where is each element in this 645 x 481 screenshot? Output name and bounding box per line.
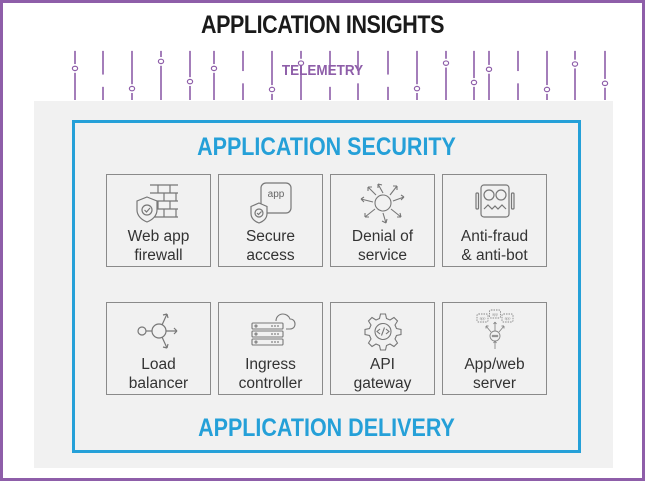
telemetry-node bbox=[71, 65, 79, 72]
application-services-box: APPLICATION SECURITY APPLICATION DELIVER… bbox=[72, 120, 581, 453]
app-shield-icon: app bbox=[249, 182, 292, 224]
card-label: Load balancer bbox=[128, 356, 189, 392]
telemetry-line bbox=[413, 50, 421, 100]
card-ingress-controller[interactable]: Ingress controller bbox=[218, 302, 323, 395]
card-api-gateway[interactable]: API gateway bbox=[330, 302, 435, 395]
ddos-burst-icon bbox=[360, 183, 404, 224]
application-panel bbox=[34, 101, 613, 468]
svg-text:app: app bbox=[492, 313, 498, 317]
delivery-section-title: APPLICATION DELIVERY bbox=[198, 414, 455, 442]
telemetry-node bbox=[186, 78, 194, 85]
telemetry-line bbox=[128, 50, 136, 100]
app-server-icon: app app app bbox=[476, 309, 513, 349]
telemetry-node bbox=[601, 80, 609, 87]
telemetry-label: TELEMETRY bbox=[281, 62, 364, 79]
telemetry-node bbox=[210, 65, 218, 72]
bot-face-icon bbox=[474, 184, 515, 218]
card-load-balancer[interactable]: Load balancer bbox=[106, 302, 211, 395]
telemetry-node bbox=[571, 61, 579, 67]
telemetry-node bbox=[268, 86, 276, 93]
telemetry-node bbox=[543, 86, 551, 93]
telemetry-line bbox=[543, 50, 551, 100]
firewall-shield-icon bbox=[135, 184, 178, 223]
telemetry-line bbox=[601, 50, 609, 100]
security-section-title: APPLICATION SECURITY bbox=[197, 133, 456, 161]
telemetry-node bbox=[442, 60, 450, 66]
telemetry-line bbox=[470, 50, 478, 100]
page-title: APPLICATION INSIGHTS bbox=[200, 11, 445, 39]
card-secure-access[interactable]: app Secure access bbox=[218, 174, 323, 267]
telemetry-line bbox=[571, 50, 579, 100]
card-label: App/web server bbox=[464, 356, 525, 392]
card-label: Secure access bbox=[245, 228, 296, 264]
card-denial-of-service[interactable]: Denial of service bbox=[330, 174, 435, 267]
card-anti-fraud-anti-bot[interactable]: Anti-fraud & anti-bot bbox=[442, 174, 547, 267]
telemetry-node bbox=[128, 85, 136, 92]
telemetry-line bbox=[71, 50, 79, 100]
card-app-web-server[interactable]: app app app App/web server bbox=[442, 302, 547, 395]
telemetry-line bbox=[485, 50, 493, 100]
svg-text:app: app bbox=[479, 317, 485, 321]
gear-code-icon bbox=[363, 313, 402, 351]
server-cloud-icon bbox=[250, 313, 296, 346]
telemetry-line bbox=[210, 50, 218, 100]
telemetry-node bbox=[157, 58, 165, 65]
telemetry-line bbox=[157, 50, 165, 100]
telemetry-node bbox=[470, 79, 478, 86]
telemetry-node bbox=[413, 85, 421, 92]
svg-text:app: app bbox=[267, 189, 284, 200]
telemetry-line bbox=[442, 50, 450, 100]
card-web-app-firewall[interactable]: Web app firewall bbox=[106, 174, 211, 267]
telemetry-node bbox=[297, 60, 305, 66]
load-balancer-icon bbox=[136, 313, 177, 349]
card-label: Denial of service bbox=[351, 228, 414, 264]
telemetry-line bbox=[268, 50, 276, 100]
telemetry-line bbox=[297, 50, 305, 100]
telemetry-node bbox=[485, 66, 493, 73]
card-label: Anti-fraud & anti-bot bbox=[460, 228, 529, 264]
card-label: API gateway bbox=[353, 356, 412, 392]
telemetry-lines bbox=[71, 50, 609, 100]
telemetry-line bbox=[186, 50, 194, 100]
svg-text:app: app bbox=[504, 317, 510, 321]
card-label: Ingress controller bbox=[238, 356, 303, 392]
card-label: Web app firewall bbox=[127, 228, 190, 264]
